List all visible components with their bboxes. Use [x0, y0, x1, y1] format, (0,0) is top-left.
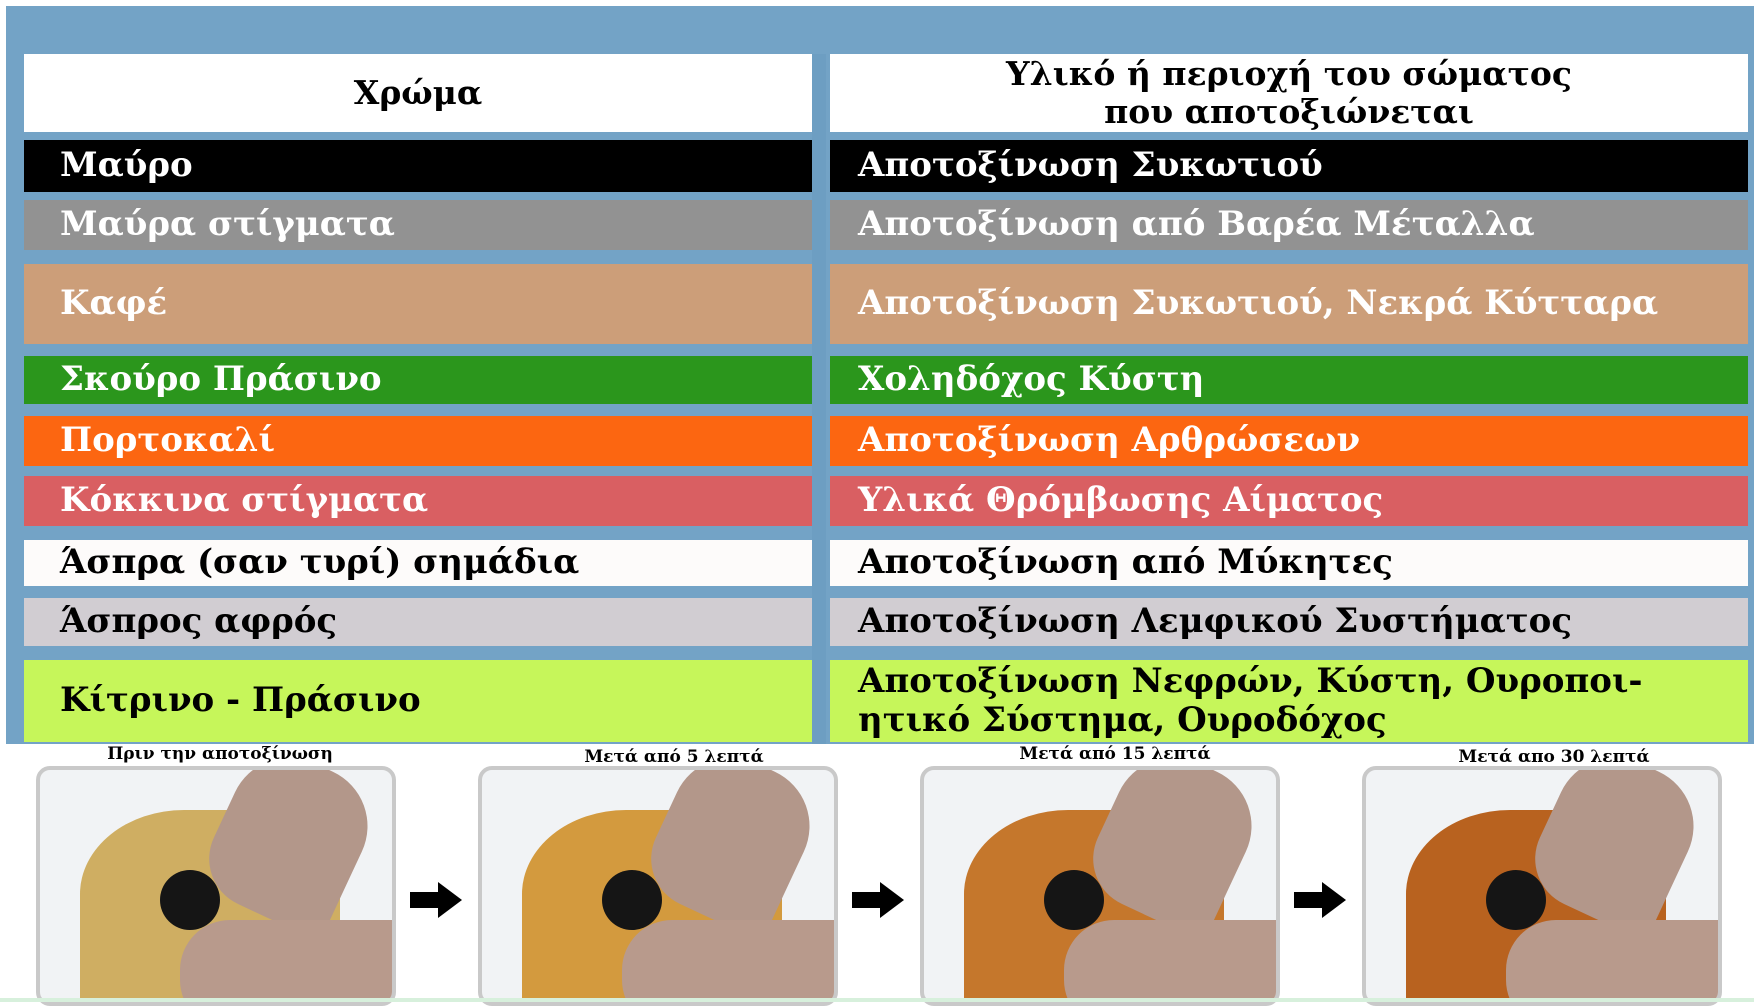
row-color-cell: Κίτρινο - Πράσινο: [24, 660, 812, 742]
color-label: Μαύρο: [60, 145, 193, 186]
row-material-cell: Αποτοξίνωση από Μύκητες: [830, 540, 1748, 586]
photo-caption: Πριν την αποτοξίνωση: [107, 744, 333, 764]
column-divider: [812, 54, 826, 744]
photo-30-min: [1362, 766, 1722, 1006]
material-label: Αποτοξίνωση Συκωτιού: [858, 145, 1323, 186]
material-label: Αποτοξίνωση Αρθρώσεων: [858, 420, 1361, 461]
row-material-cell: Αποτοξίνωση Νεφρών, Κύστη, Ουροποι- ητικ…: [830, 660, 1748, 742]
foot-icon: [180, 920, 392, 1002]
photo-caption: Μετά από 5 λεπτά: [584, 747, 764, 767]
color-label: Άσπρα (σαν τυρί) σημάδια: [60, 542, 580, 583]
row-material-cell: Αποτοξίνωση Συκωτιού, Νεκρά Κύτταρα: [830, 264, 1748, 344]
row-material-cell: Αποτοξίνωση Λεμφικού Συστήματος: [830, 598, 1748, 646]
photo-15-min: [920, 766, 1280, 1006]
row-color-cell: Μαύρο: [24, 140, 812, 192]
row-color-cell: Άσπρα (σαν τυρί) σημάδια: [24, 540, 812, 586]
material-label: Αποτοξίνωση Συκωτιού, Νεκρά Κύτταρα: [858, 283, 1659, 324]
color-label: Σκούρο Πράσινο: [60, 359, 382, 400]
bottom-border: [0, 998, 1754, 1002]
header-color-label: Χρώμα: [353, 73, 483, 113]
header-color: Χρώμα: [24, 54, 812, 132]
color-label: Πορτοκαλί: [60, 420, 275, 461]
color-label: Άσπρος αφρός: [60, 601, 338, 642]
photo-caption: Μετά από 15 λεπτά: [1019, 744, 1211, 764]
photo-sequence: Πριν την αποτοξίνωση Μετά από 5 λεπτά Με…: [0, 744, 1754, 1006]
foot-icon: [1506, 920, 1718, 1002]
photo-before: [36, 766, 396, 1006]
photo-caption: Μετά απο 30 λεπτά: [1458, 747, 1650, 767]
color-label: Μαύρα στίγματα: [60, 204, 395, 245]
row-material-cell: Υλικά Θρόμβωσης Αίματος: [830, 476, 1748, 526]
row-material-cell: Αποτοξίνωση Αρθρώσεων: [830, 416, 1748, 466]
color-label: Καφέ: [60, 283, 168, 324]
row-material-cell: Αποτοξίνωση Συκωτιού: [830, 140, 1748, 192]
foot-icon: [622, 920, 834, 1002]
row-color-cell: Μαύρα στίγματα: [24, 200, 812, 250]
color-label: Κίτρινο - Πράσινο: [60, 680, 421, 721]
ionizer-device-icon: [1044, 870, 1104, 930]
row-color-cell: Άσπρος αφρός: [24, 598, 812, 646]
top-banner: [6, 6, 1754, 54]
material-label: Υλικά Θρόμβωσης Αίματος: [858, 480, 1384, 521]
row-color-cell: Σκούρο Πράσινο: [24, 356, 812, 404]
material-label-line2: ητικό Σύστημα, Ουροδόχος: [858, 700, 1387, 740]
ionizer-device-icon: [160, 870, 220, 930]
row-color-cell: Καφέ: [24, 264, 812, 344]
material-label-line1: Αποτοξίνωση Νεφρών, Κύστη, Ουροποι-: [858, 660, 1643, 701]
color-label: Κόκκινα στίγματα: [60, 480, 429, 521]
header-material: Υλικό ή περιοχή του σώματος που αποτοξιώ…: [830, 54, 1748, 132]
material-label: Χοληδόχος Κύστη: [858, 359, 1205, 400]
photo-5-min: [478, 766, 838, 1006]
row-material-cell: Χοληδόχος Κύστη: [830, 356, 1748, 404]
material-label: Αποτοξίνωση από Βαρέα Μέταλλα: [858, 204, 1535, 245]
material-label: Αποτοξίνωση από Μύκητες: [858, 542, 1393, 583]
row-material-cell: Αποτοξίνωση από Βαρέα Μέταλλα: [830, 200, 1748, 250]
header-material-line2: που αποτοξιώνεται: [1104, 92, 1474, 131]
row-color-cell: Πορτοκαλί: [24, 416, 812, 466]
material-label: Αποτοξίνωση Λεμφικού Συστήματος: [858, 601, 1573, 642]
ionizer-device-icon: [1486, 870, 1546, 930]
ionizer-device-icon: [602, 870, 662, 930]
foot-icon: [1064, 920, 1276, 1002]
header-material-line1: Υλικό ή περιοχή του σώματος: [1006, 54, 1572, 94]
row-color-cell: Κόκκινα στίγματα: [24, 476, 812, 526]
